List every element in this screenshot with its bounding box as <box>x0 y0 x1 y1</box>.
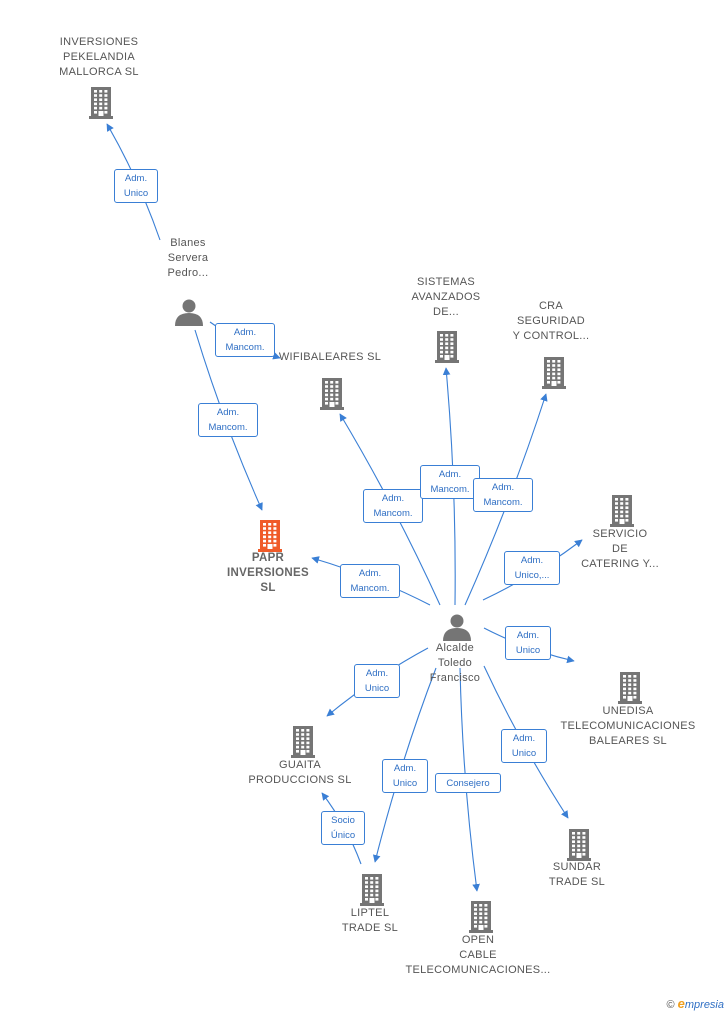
edge-label-alcalde-toledo-to-sistemas-avanzados[interactable]: Adm. Mancom. <box>420 465 480 499</box>
building-icon-unedisa[interactable] <box>618 672 642 704</box>
building-icon-servicio-catering[interactable] <box>610 495 634 527</box>
node-label-cra-seguridad[interactable]: CRA SEGURIDAD Y CONTROL... <box>512 300 590 342</box>
node-label-sundar[interactable]: SUNDAR TRADE SL <box>548 861 606 888</box>
building-icon-sundar[interactable] <box>567 829 591 861</box>
node-label-guaita[interactable]: GUAITA PRODUCCIONS SL <box>248 759 352 786</box>
edge-label-blanes-servera-to-wifibaleares[interactable]: Adm. Mancom. <box>215 323 275 357</box>
building-icon-open-cable[interactable] <box>469 901 493 933</box>
edge-label-alcalde-toledo-to-open-cable[interactable]: Consejero <box>435 773 501 793</box>
node-label-inversiones-pekelandia[interactable]: INVERSIONES PEKELANDIA MALLORCA SL <box>59 36 139 78</box>
copyright-symbol: © <box>666 999 675 1011</box>
building-icon-cra-seguridad[interactable] <box>542 357 566 389</box>
edge-label-liptel-to-guaita[interactable]: Socio Único <box>321 811 365 845</box>
node-label-alcalde-toledo[interactable]: Alcalde Toledo Francisco <box>429 642 481 684</box>
node-label-servicio-catering[interactable]: SERVICIO DE CATERING Y... <box>581 528 659 570</box>
node-label-open-cable[interactable]: OPEN CABLE TELECOMUNICACIONES... <box>405 934 551 976</box>
building-icon-guaita[interactable] <box>291 726 315 758</box>
brand-name: mpresia <box>684 999 724 1011</box>
node-label-papr-inversiones[interactable]: PAPR INVERSIONES SL <box>227 552 309 594</box>
edge-label-alcalde-toledo-to-unedisa[interactable]: Adm. Unico <box>505 626 551 660</box>
edge-label-alcalde-toledo-to-wifibaleares[interactable]: Adm. Mancom. <box>363 489 423 523</box>
edge-label-alcalde-toledo-to-liptel[interactable]: Adm. Unico <box>382 759 428 793</box>
node-label-sistemas-avanzados[interactable]: SISTEMAS AVANZADOS DE... <box>411 276 481 318</box>
edge-label-alcalde-toledo-to-sundar[interactable]: Adm. Unico <box>501 729 547 763</box>
node-label-liptel[interactable]: LIPTEL TRADE SL <box>341 907 399 934</box>
node-label-unedisa[interactable]: UNEDISA TELECOMUNICACIONES BALEARES SL <box>560 705 696 747</box>
building-icon-inversiones-pekelandia[interactable] <box>89 87 113 119</box>
building-icon-sistemas-avanzados[interactable] <box>435 331 459 363</box>
building-icon-liptel[interactable] <box>360 874 384 906</box>
edge-label-alcalde-toledo-to-servicio-catering[interactable]: Adm. Unico,... <box>504 551 560 585</box>
brand-initial: e <box>677 996 685 1011</box>
building-icon-wifibaleares[interactable] <box>320 378 344 410</box>
person-icon-alcalde-toledo[interactable] <box>443 614 471 642</box>
node-label-blanes-servera[interactable]: Blanes Servera Pedro... <box>167 237 209 279</box>
building-icon-papr-inversiones[interactable] <box>258 520 282 552</box>
icons-layer <box>89 87 642 933</box>
edge-label-blanes-servera-to-inversiones-pekelandia[interactable]: Adm. Unico <box>114 169 158 203</box>
person-icon-blanes-servera[interactable] <box>175 299 203 327</box>
edge-label-blanes-servera-to-papr-inversiones[interactable]: Adm. Mancom. <box>198 403 258 437</box>
edge-label-alcalde-toledo-to-cra-seguridad[interactable]: Adm. Mancom. <box>473 478 533 512</box>
edge-label-alcalde-toledo-to-guaita[interactable]: Adm. Unico <box>354 664 400 698</box>
copyright-footer: © empresia <box>666 996 724 1011</box>
edge-label-alcalde-toledo-to-papr-inversiones[interactable]: Adm. Mancom. <box>340 564 400 598</box>
node-label-wifibaleares[interactable]: WIFIBALEARES SL <box>278 351 382 363</box>
